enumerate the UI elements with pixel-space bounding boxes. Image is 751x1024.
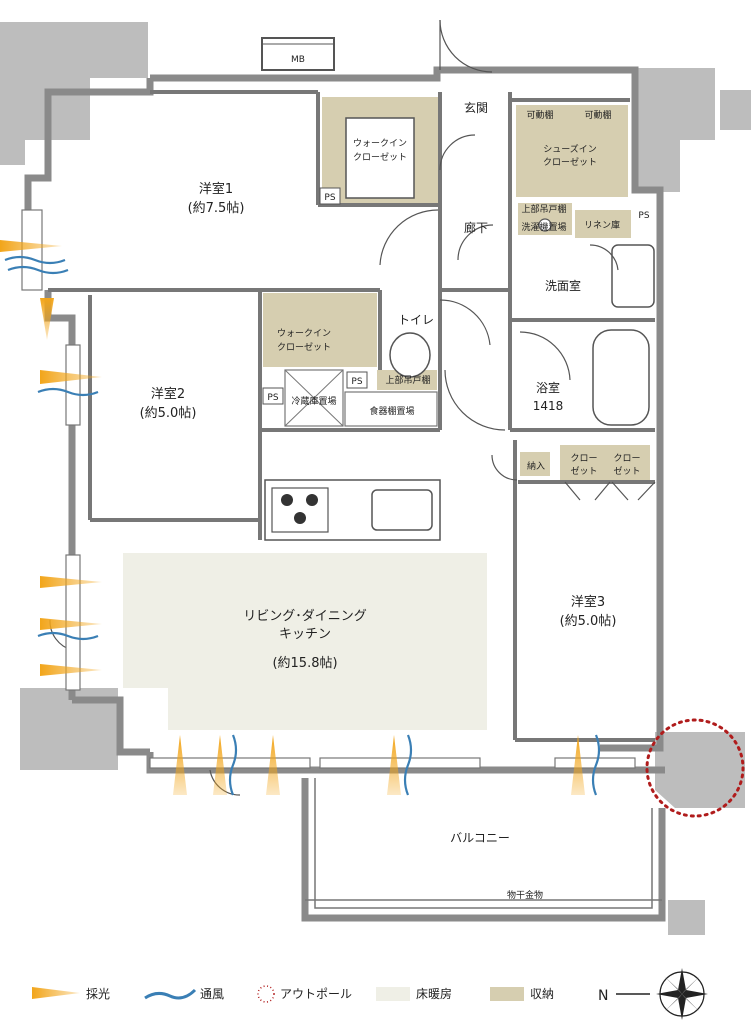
legend-outpole: アウトポール	[280, 987, 352, 1001]
washroom-label: 洗面室	[545, 278, 581, 293]
wic1-label-2: クローゼット	[353, 151, 407, 163]
storage-legend-icon	[490, 987, 524, 1001]
exterior-structure	[0, 22, 751, 935]
mb-box	[261, 37, 335, 71]
bed3-label-2: (約5.0帖)	[560, 614, 617, 629]
ldk-label-2: キッチン	[279, 627, 331, 642]
legend-wind: 通風	[200, 987, 224, 1001]
ps2-label: PS	[638, 211, 649, 221]
burner-icon	[281, 494, 318, 524]
light-legend-icon	[32, 987, 80, 999]
bathtub-icon	[592, 329, 650, 426]
bed2-label-2: (約5.0帖)	[140, 406, 197, 421]
wic2-label-1: ウォークイン	[277, 328, 331, 339]
outpole-marker	[645, 718, 745, 818]
wind-legend-icon	[144, 988, 197, 1000]
outpole-legend-icon	[257, 985, 275, 1003]
compass-label: N	[598, 988, 608, 1004]
shelf2-label: 可動棚	[584, 109, 611, 121]
ps3-label: PS	[351, 377, 362, 387]
closet1-label-2: ゼット	[570, 465, 597, 477]
legend-storage: 収納	[530, 987, 554, 1001]
bath-label-1: 浴室	[536, 380, 560, 395]
interior-walls	[48, 90, 655, 742]
linen-label: リネン庫	[584, 219, 620, 231]
ldk-label-3: (約15.8帖)	[272, 656, 337, 671]
wic2-label-2: クローゼット	[277, 341, 331, 353]
ps4-label: PS	[267, 393, 278, 403]
bed3-label-1: 洋室3	[571, 594, 605, 610]
floorheat-legend-icon	[376, 987, 410, 1001]
bed2-label-1: 洋室2	[151, 386, 185, 402]
legend-light: 採光	[86, 987, 110, 1001]
bath-label-2: 1418	[533, 399, 564, 413]
shoes-label-1: シューズイン	[543, 143, 597, 155]
closet1-label-1: クロー	[570, 453, 597, 464]
hall-label: 廊下	[464, 220, 488, 235]
upper-shelf1-label: 上部吊戸棚	[521, 203, 566, 215]
storage-label: 納入	[527, 460, 545, 472]
stove	[271, 487, 329, 533]
upper-shelf2-label: 上部吊戸棚	[385, 374, 430, 386]
wash-basin-icon	[611, 244, 655, 308]
fridge-label: 冷蔵庫置場	[291, 395, 336, 407]
wic1-label-1: ウォークイン	[353, 138, 407, 149]
dish-space	[344, 391, 438, 427]
mb-label: MB	[291, 55, 305, 65]
toilet-label: トイレ	[398, 313, 434, 327]
closet2-label-1: クロー	[613, 453, 640, 464]
toilet-icon	[389, 332, 431, 378]
floor-heating-area	[123, 553, 487, 730]
ps1-label: PS	[324, 193, 335, 203]
washer-label: 洗濯機置場	[521, 221, 566, 233]
sink	[371, 489, 433, 531]
bed1-label-2: (約7.5帖)	[188, 201, 245, 216]
legend: 採光 通風 アウトポール 床暖房 収納	[32, 985, 554, 1003]
shoes-label-2: クローゼット	[543, 156, 597, 168]
ldk-label-1: リビング･ダイニング	[243, 609, 367, 624]
light-arrows	[0, 240, 585, 795]
balcony-label: バルコニー	[450, 831, 510, 845]
entrance-label: 玄関	[464, 100, 488, 115]
shelf1-label: 可動棚	[526, 109, 553, 121]
washer-icon	[538, 218, 552, 232]
compass-icon: N	[598, 968, 708, 1020]
dish-label: 食器棚置場	[369, 405, 414, 417]
wind-arrows	[4, 255, 601, 796]
closet2-label-2: ゼット	[613, 465, 640, 477]
bed1-label-1: 洋室1	[199, 181, 233, 197]
legend-floorheat: 床暖房	[416, 986, 452, 1001]
drying-label: 物干金物	[507, 889, 543, 901]
